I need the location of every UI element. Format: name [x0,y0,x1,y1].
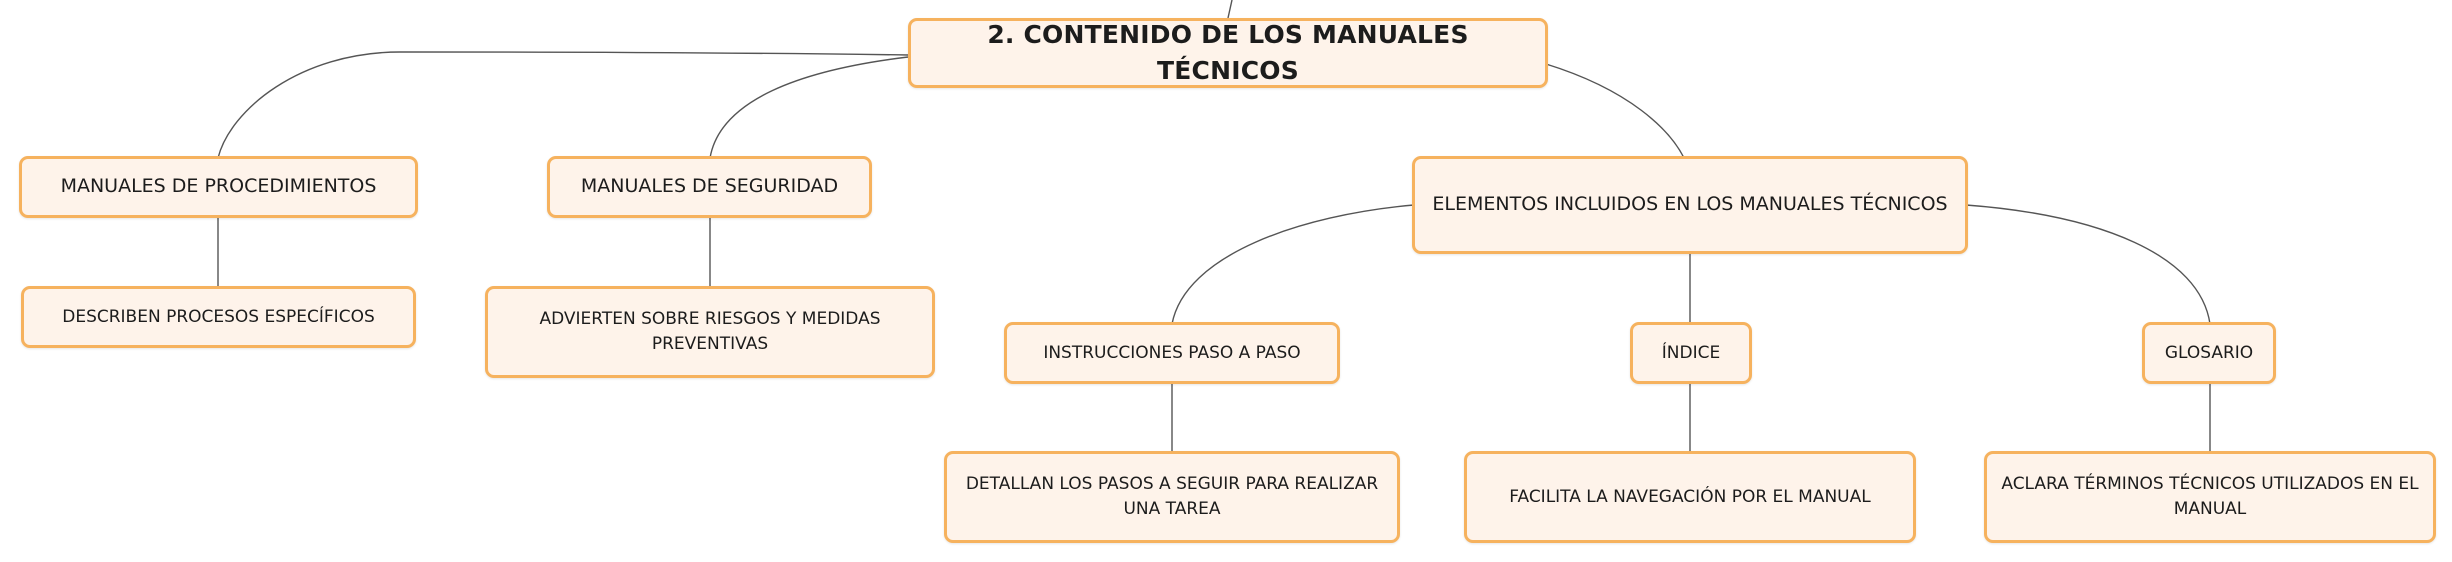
detail-procedimientos[interactable]: DESCRIBEN PROCESOS ESPECÍFICOS [21,286,416,348]
connector-elementos-glosario [1965,204,2211,325]
topic-manuales-seguridad[interactable]: MANUALES DE SEGURIDAD [547,156,872,218]
connector-parent-root [1227,0,1233,19]
detail-indice[interactable]: FACILITA LA NAVEGACIÓN POR EL MANUAL [1464,451,1916,543]
topic-elementos-incluidos[interactable]: ELEMENTOS INCLUIDOS EN LOS MANUALES TÉCN… [1412,156,1968,254]
topic-glosario[interactable]: GLOSARIO [2142,322,2276,384]
topic-indice[interactable]: ÍNDICE [1630,322,1752,384]
connector-root-elementos [1545,63,1685,159]
detail-seguridad[interactable]: ADVIERTEN SOBRE RIESGOS Y MEDIDAS PREVEN… [485,286,935,378]
detail-glosario[interactable]: ACLARA TÉRMINOS TÉCNICOS UTILIZADOS EN E… [1984,451,2436,543]
detail-instrucciones[interactable]: DETALLAN LOS PASOS A SEGUIR PARA REALIZA… [944,451,1400,543]
connector-root-seguridad [709,56,909,159]
connector-root-procedimientos [217,51,909,159]
connector-elementos-instrucciones [1171,204,1415,325]
root-topic[interactable]: 2. CONTENIDO DE LOS MANUALES TÉCNICOS [908,18,1548,88]
topic-instrucciones[interactable]: INSTRUCCIONES PASO A PASO [1004,322,1340,384]
topic-manuales-procedimientos[interactable]: MANUALES DE PROCEDIMIENTOS [19,156,418,218]
